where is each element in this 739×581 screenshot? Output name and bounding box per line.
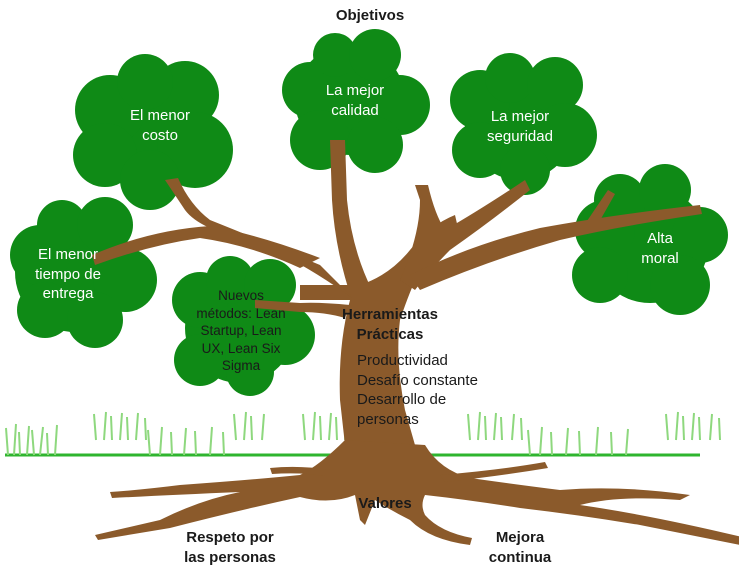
tools-item: Desafío constante xyxy=(357,371,478,389)
values-title: Valores xyxy=(358,495,412,512)
canopy-best-safety xyxy=(450,53,597,195)
foliage xyxy=(10,29,728,396)
new-methods-label: Nuevos métodos: Lean Startup, Lean UX, L… xyxy=(196,288,286,374)
tools-title: Herramientas Prácticas xyxy=(342,306,438,343)
branch-shortest-delivery xyxy=(92,226,320,268)
goal-high-morale: Alta moral xyxy=(641,230,679,267)
goal-lowest-cost: El menor costo xyxy=(129,107,191,144)
tools-list: Productividad Desafío constante Desarrol… xyxy=(357,351,517,429)
goal-best-quality: La mejor calidad xyxy=(325,82,385,119)
grass xyxy=(5,411,721,456)
roots xyxy=(95,440,739,545)
canopy-best-quality xyxy=(282,29,430,173)
goal-best-safety: La mejor seguridad xyxy=(487,108,553,145)
canopy-lowest-cost xyxy=(73,54,233,210)
tools-item: Productividad xyxy=(357,352,448,369)
value-continuous-improvement: Mejora continua xyxy=(488,529,552,566)
objectives-title: Objetivos xyxy=(335,7,405,24)
branch-high-morale xyxy=(410,205,702,290)
canopy-shortest-delivery xyxy=(10,197,157,348)
branch-best-safety xyxy=(400,180,530,290)
trunk-and-branches xyxy=(92,140,739,545)
canopy-new-methods xyxy=(172,256,315,396)
tools-item: Desarrollo de personas xyxy=(357,391,447,428)
goal-shortest-delivery: El menor tiempo de entrega xyxy=(35,246,101,302)
branch-best-quality xyxy=(330,140,372,300)
value-respect-for-people: Respeto por las personas xyxy=(184,529,276,566)
branch-lowest-cost xyxy=(165,178,355,300)
branch-new-methods xyxy=(255,300,350,318)
